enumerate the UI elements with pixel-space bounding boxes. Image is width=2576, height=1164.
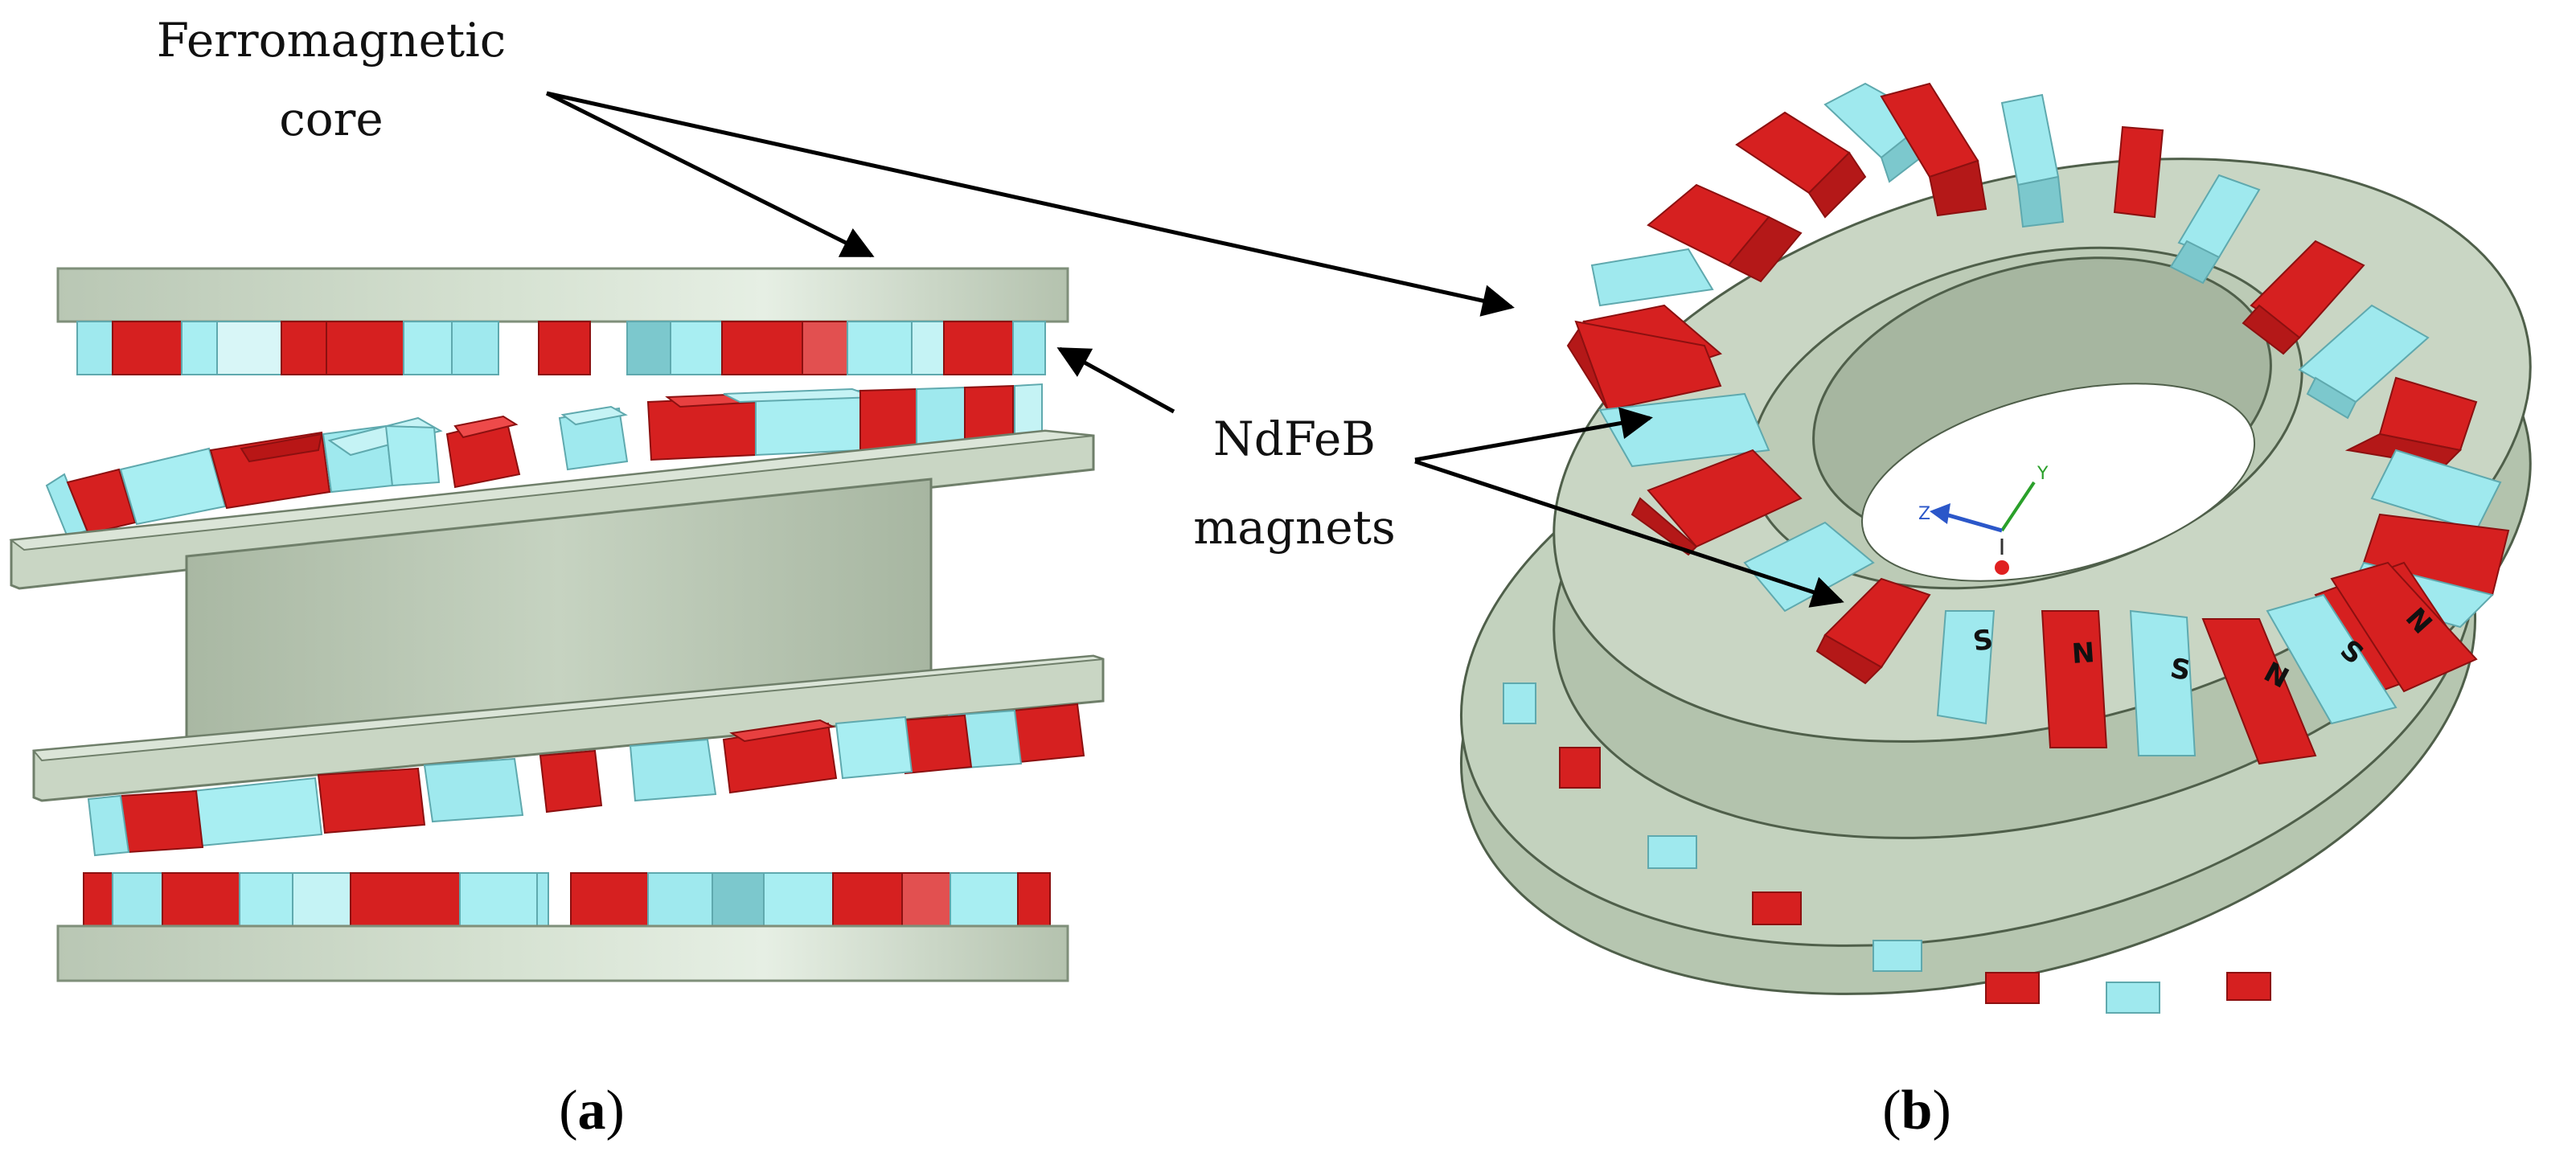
svg-text:(a): (a) <box>559 1080 625 1141</box>
annotation-labels: Ferromagnetic core NdFeB magnets <box>157 13 1396 555</box>
front-magnet-n-2 <box>2041 610 2108 748</box>
axis-origin <box>1995 560 2009 575</box>
pole-label-n1: N <box>2071 637 2096 670</box>
caption-b-open: ( <box>1882 1080 1901 1141</box>
caption-b-close: ) <box>1932 1080 1950 1141</box>
arrow-core-to-plate <box>545 91 875 258</box>
y-axis-label: Y <box>2037 464 2049 484</box>
lower-tilted-magnet-row <box>87 703 1085 857</box>
panel-a-side-view <box>9 267 1105 982</box>
caption-a-letter: a <box>578 1080 606 1141</box>
z-axis-arrow <box>1945 512 2003 533</box>
arrow-magnets-to-ring <box>1414 407 1653 462</box>
front-magnet-s-1 <box>1936 610 1996 725</box>
upper-disk-magnet-ring <box>1566 82 2510 765</box>
top-magnet-row <box>76 321 1046 375</box>
front-magnet-n-3 <box>2201 618 2317 765</box>
arrow-magnets-to-front <box>1414 459 1844 608</box>
y-axis-arrow <box>2000 481 2036 532</box>
svg-text:(b): (b) <box>1882 1080 1951 1141</box>
upper-tilted-magnet-row <box>45 383 1043 539</box>
caption-a: (a) <box>559 1080 625 1141</box>
front-magnet-s-2 <box>2129 609 2197 756</box>
bottom-core-plate <box>56 924 1069 982</box>
lower-disk-magnets <box>1503 682 2271 1014</box>
label-core: core <box>279 92 383 146</box>
caption-b-letter: b <box>1901 1080 1933 1141</box>
label-magnets: magnets <box>1193 500 1395 555</box>
top-core-plate <box>56 267 1069 323</box>
caption-a-close: ) <box>606 1080 625 1141</box>
arrow-core-to-disk <box>546 91 1515 317</box>
front-magnet-s-3 <box>2266 593 2398 725</box>
bottom-magnet-row <box>83 872 1051 927</box>
caption-b: (b) <box>1882 1080 1951 1141</box>
front-magnet-n-4 <box>2330 561 2478 693</box>
label-ndfeb: NdFeB <box>1213 412 1376 466</box>
annotation-arrows <box>545 91 1844 608</box>
z-axis-label: Z <box>1918 504 1930 524</box>
caption-a-open: ( <box>559 1080 577 1141</box>
panel-b-3d-view: S N S N S N Y Z <box>1460 82 2532 1014</box>
arrow-magnets-to-row <box>1056 346 1175 414</box>
label-ferromagnetic: Ferromagnetic <box>157 13 507 68</box>
axis-triad: Y Z <box>1918 464 2049 575</box>
pole-label-s1: S <box>1971 624 1996 658</box>
